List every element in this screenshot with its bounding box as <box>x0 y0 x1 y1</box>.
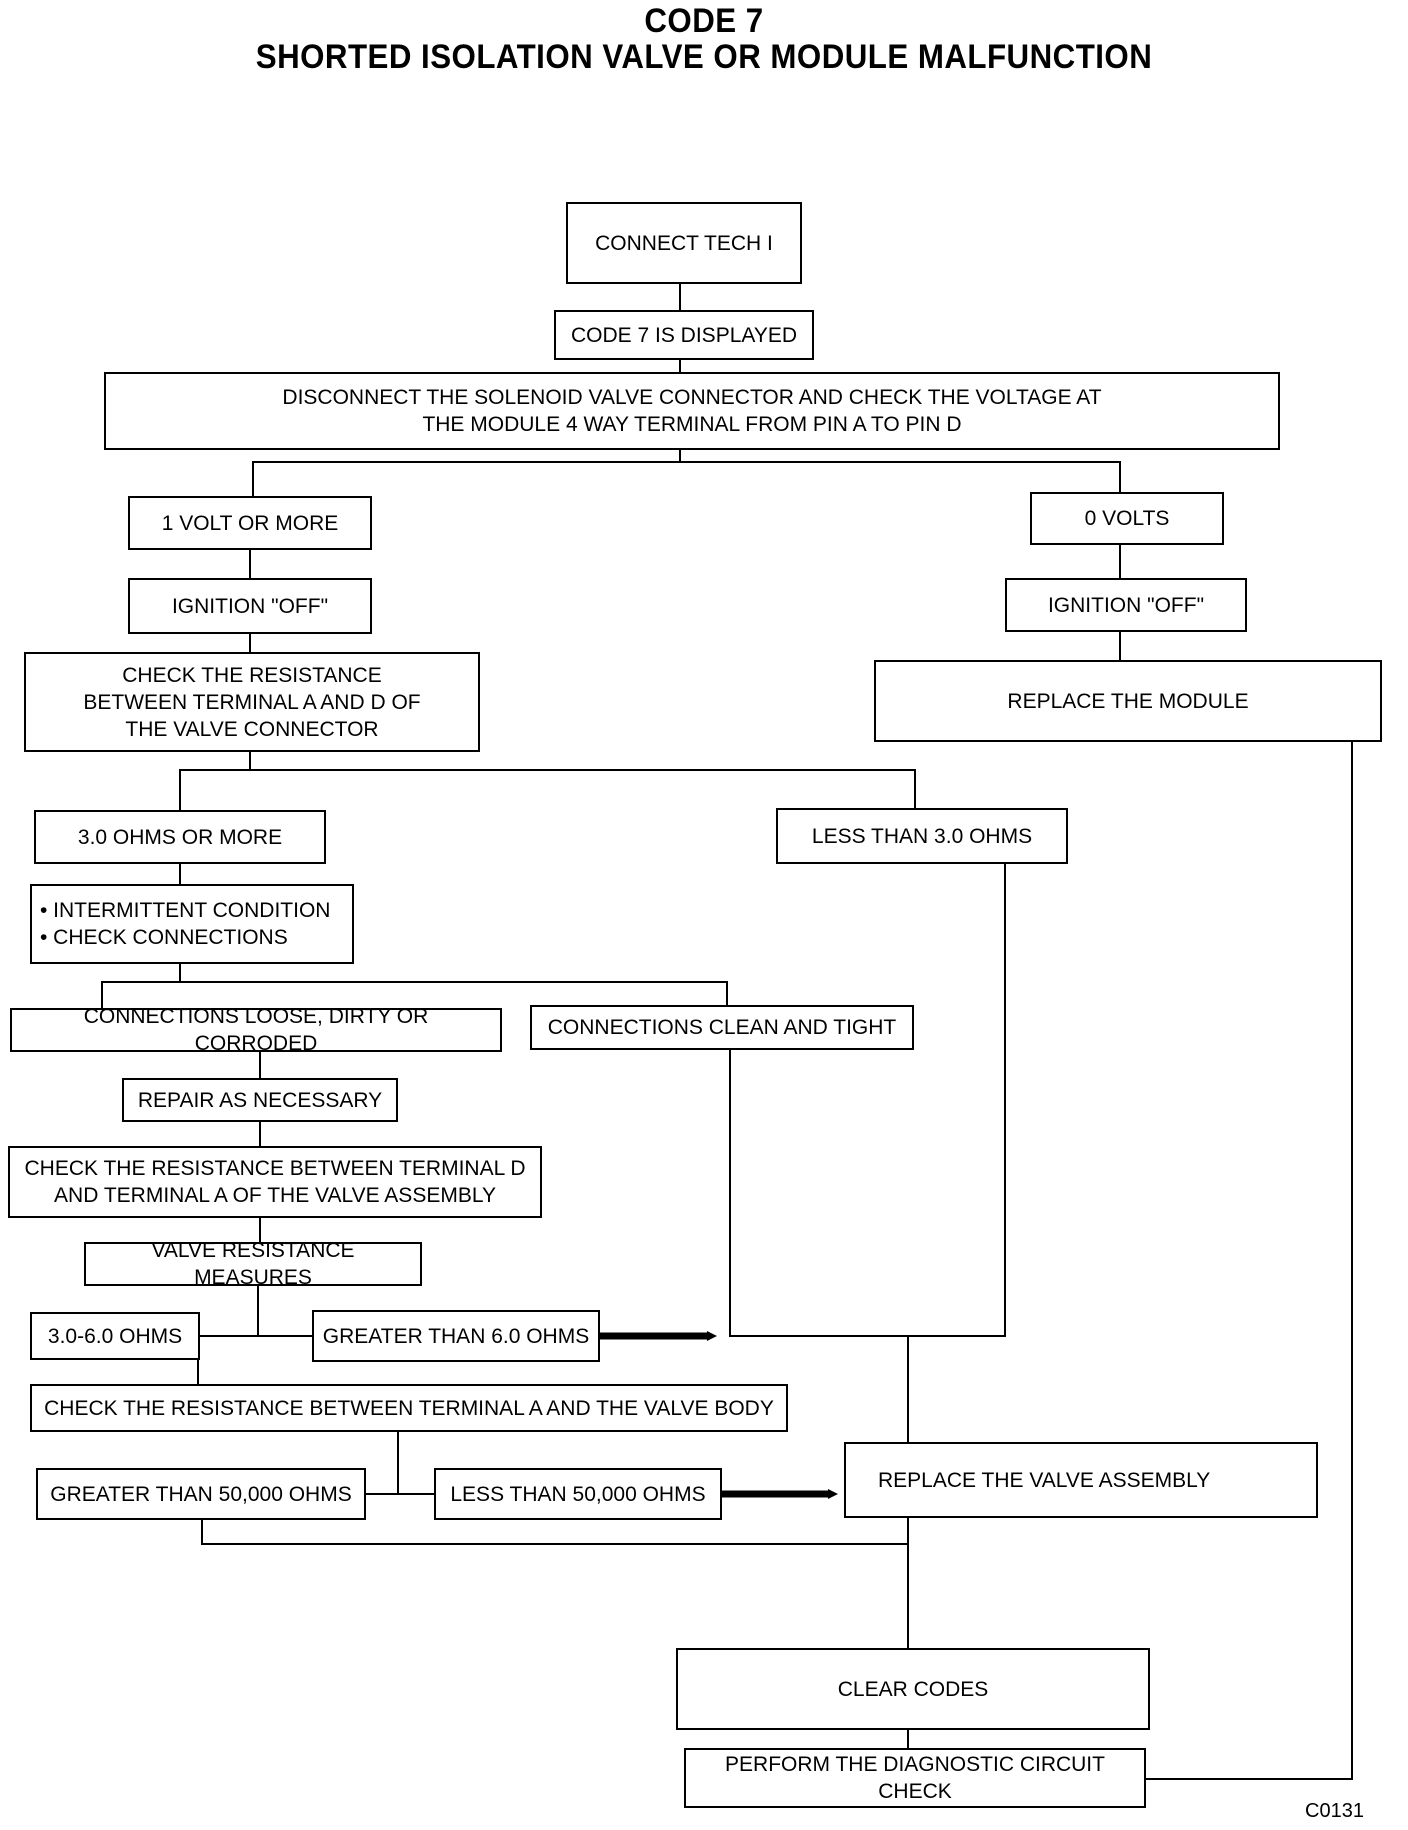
zero-volts-box: 0 VOLTS <box>1030 492 1224 545</box>
replace-module-box: REPLACE THE MODULE <box>874 660 1382 742</box>
connector-line <box>252 461 1121 496</box>
connections-loose-box: CONNECTIONS LOOSE, DIRTY OR CORRODED <box>10 1005 502 1055</box>
ignition-off-right-box: IGNITION "OFF" <box>1005 578 1247 632</box>
intermittent-condition-box: • INTERMITTENT CONDITION • CHECK CONNECT… <box>30 884 354 964</box>
connector-line <box>201 1520 908 1545</box>
connector-line <box>1146 742 1353 1780</box>
perform-diagnostic-check-box: PERFORM THE DIAGNOSTIC CIRCUIT CHECK <box>684 1748 1146 1808</box>
replace-valve-assembly-box: REPLACE THE VALVE ASSEMBLY <box>844 1442 1318 1518</box>
greater-than-50k-box: GREATER THAN 50,000 OHMS <box>36 1468 366 1520</box>
greater-than-6-ohms-box: GREATER THAN 6.0 OHMS <box>312 1310 600 1362</box>
diagram-subtitle: SHORTED ISOLATION VALVE OR MODULE MALFUN… <box>255 38 1153 76</box>
connector-line <box>179 769 916 810</box>
code-displayed-box: CODE 7 IS DISPLAYED <box>554 310 814 360</box>
valve-resistance-measures-box: VALVE RESISTANCE MEASURES <box>84 1239 422 1289</box>
ohms-3-6-box: 3.0-6.0 OHMS <box>30 1312 200 1360</box>
figure-code: C0131 <box>1305 1800 1364 1822</box>
connect-tech-box: CONNECT TECH I <box>566 202 802 284</box>
repair-as-necessary-box: REPAIR AS NECESSARY <box>122 1078 398 1122</box>
less-than-3-ohms-box: LESS THAN 3.0 OHMS <box>776 808 1068 864</box>
ignition-off-left-box: IGNITION "OFF" <box>128 578 372 634</box>
check-terminal-a-valve-body-box: CHECK THE RESISTANCE BETWEEN TERMINAL A … <box>30 1384 788 1432</box>
check-resistance-ad-box: CHECK THE RESISTANCE BETWEEN TERMINAL A … <box>24 652 480 752</box>
clear-codes-box: CLEAR CODES <box>676 1648 1150 1730</box>
diagram-title: CODE 7 <box>644 2 764 40</box>
check-resistance-da-box: CHECK THE RESISTANCE BETWEEN TERMINAL D … <box>8 1146 542 1218</box>
connector-line <box>729 864 1006 1337</box>
connections-clean-box: CONNECTIONS CLEAN AND TIGHT <box>530 1005 914 1050</box>
one-volt-or-more-box: 1 VOLT OR MORE <box>128 496 372 550</box>
ohms-3-or-more-box: 3.0 OHMS OR MORE <box>34 810 326 864</box>
connector-line <box>101 981 728 1008</box>
disconnect-check-voltage-box: DISCONNECT THE SOLENOID VALVE CONNECTOR … <box>104 372 1280 450</box>
less-than-50k-box: LESS THAN 50,000 OHMS <box>434 1468 722 1520</box>
